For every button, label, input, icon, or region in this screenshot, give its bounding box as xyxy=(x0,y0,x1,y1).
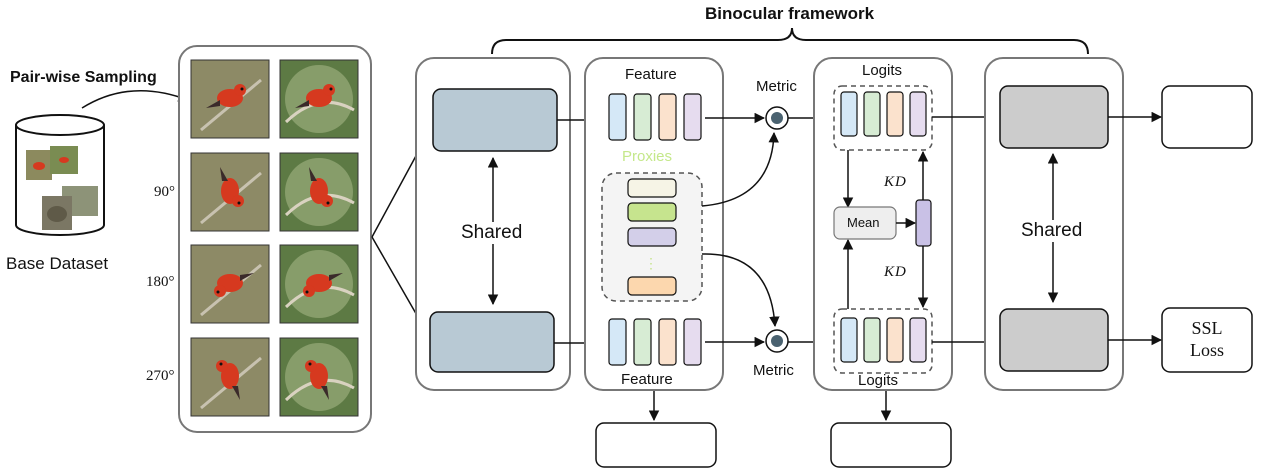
metric-node-bottom xyxy=(765,329,789,353)
feature-bottom-bar-1 xyxy=(608,318,627,366)
proxies-to-metric-top-arrow xyxy=(701,131,779,207)
logits-label-bottom: Logits xyxy=(858,372,899,389)
proxies-to-metric-bottom-arrow xyxy=(701,253,780,328)
feature-vector-top xyxy=(608,93,702,141)
mean-label: Mean xyxy=(847,215,880,230)
angle-90-label: 90° xyxy=(154,184,175,200)
feature-loss-box xyxy=(595,422,717,468)
base-dataset-label: Base Dataset xyxy=(6,254,109,273)
metric-label-bottom: Metric xyxy=(753,362,794,379)
logits-top-bar-4 xyxy=(909,91,927,137)
bird-image-r1-c1 xyxy=(190,59,270,139)
mean-logits-bar xyxy=(915,199,932,247)
logits-vector-top xyxy=(840,91,927,137)
bird-image-r3-c1 xyxy=(190,244,270,324)
proxy-orange xyxy=(627,276,677,296)
encoder-top xyxy=(432,88,558,152)
metric-label-top: Metric xyxy=(756,78,797,95)
logits-bottom-bar-3 xyxy=(886,317,904,363)
framework-title: Binocular framework xyxy=(705,4,875,23)
feature-top-bar-2 xyxy=(633,93,652,141)
logits-top-bar-3 xyxy=(886,91,904,137)
angle-180-label: 180° xyxy=(146,274,175,290)
logits-bottom-group xyxy=(833,308,933,374)
feature-top-bar-3 xyxy=(658,93,677,141)
feature-label-bottom: Feature xyxy=(621,371,673,388)
feature-label-top: Feature xyxy=(625,66,677,83)
logits-label-top: Logits xyxy=(862,62,903,79)
framework-brace xyxy=(491,27,1089,55)
encoder-bottom xyxy=(429,311,555,373)
bird-image-r3-c2 xyxy=(279,244,359,324)
metric-node-top xyxy=(765,106,789,130)
proxy-purple xyxy=(627,227,677,247)
shared-label-right: Shared xyxy=(1021,220,1083,242)
bird-image-r2-c1 xyxy=(190,152,270,232)
feature-bottom-bar-4 xyxy=(683,318,702,366)
logits-bottom-bar-4 xyxy=(909,317,927,363)
angle-270-label: 270° xyxy=(146,368,175,384)
logits-top-bar-2 xyxy=(863,91,881,137)
ssl-label-line2: Loss xyxy=(1189,340,1224,360)
image-grid-box xyxy=(178,45,372,433)
kd-label-bottom: KD xyxy=(884,264,907,280)
bird-image-r2-c2 xyxy=(279,152,359,232)
ssl-loss-label: SSL Loss xyxy=(1162,317,1252,361)
proxy-ellipsis: ⋮ xyxy=(644,255,658,271)
base-dataset-cylinder xyxy=(15,114,105,236)
image-thumbnails xyxy=(190,59,359,417)
logits-top-bar-1 xyxy=(840,91,858,137)
shared-label-left: Shared xyxy=(461,222,523,244)
proxy-cream xyxy=(627,178,677,198)
logits-vector-bottom xyxy=(840,317,927,363)
logits-loss-box xyxy=(830,422,952,468)
bird-image-r1-c2 xyxy=(279,59,359,139)
kd-label-top: KD xyxy=(884,174,907,190)
logits-bottom-bar-2 xyxy=(863,317,881,363)
feature-bottom-bar-3 xyxy=(658,318,677,366)
output-box-top xyxy=(1161,85,1253,149)
classifier-top xyxy=(999,85,1109,149)
logits-top-group xyxy=(833,85,933,151)
feature-top-bar-4 xyxy=(683,93,702,141)
feature-vector-bottom xyxy=(608,318,702,366)
proxies-label: Proxies xyxy=(622,148,673,165)
ssl-label-line1: SSL xyxy=(1191,318,1223,338)
proxy-green xyxy=(627,202,677,222)
pair-wise-sampling-label: Pair-wise Sampling xyxy=(10,69,157,86)
feature-top-bar-1 xyxy=(608,93,627,141)
bird-image-r4-c1 xyxy=(190,337,270,417)
ssl-loss-box xyxy=(1161,307,1253,373)
logits-bottom-bar-1 xyxy=(840,317,858,363)
classifier-bottom xyxy=(999,308,1109,372)
feature-bottom-bar-2 xyxy=(633,318,652,366)
bird-image-r4-c2 xyxy=(279,337,359,417)
sampling-arrow xyxy=(81,89,189,109)
